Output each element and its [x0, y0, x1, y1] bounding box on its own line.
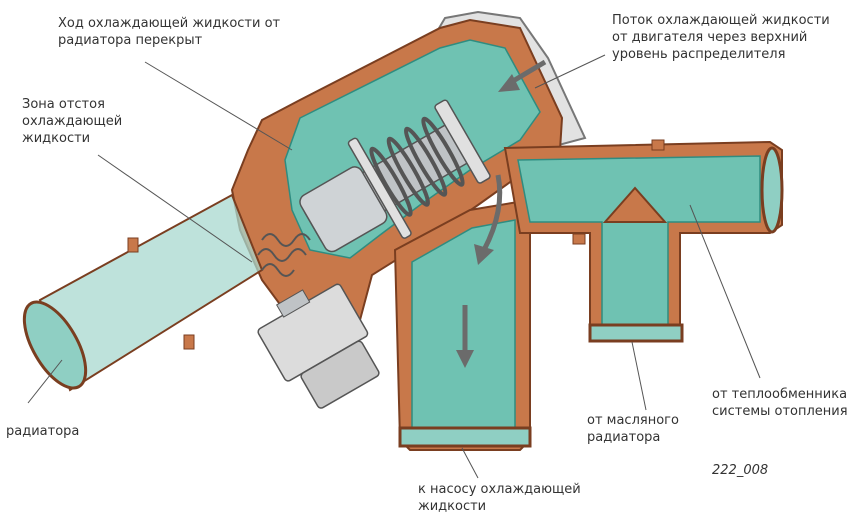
heater-inlet-opening — [760, 146, 784, 234]
leader-lines — [27, 54, 761, 479]
flow-arrow — [456, 305, 474, 368]
pipe-rib — [183, 334, 195, 350]
tee-divider — [602, 186, 668, 223]
flow-arrow — [498, 59, 547, 92]
flow-arrow — [474, 174, 503, 265]
oil-inlet-rim — [588, 323, 684, 343]
pump-outlet-rim — [398, 426, 532, 448]
tee-coolant — [517, 155, 761, 327]
radiator-pipe-opening — [22, 300, 88, 390]
label-oil-cooler: от масляного радиатора — [587, 413, 679, 445]
heating-coil — [257, 233, 311, 277]
label-radiator: радиатора — [6, 424, 80, 439]
electrical-connector — [257, 283, 380, 409]
label-radiator-flow-closed: Ход охлаждающей жидкости от радиатора пе… — [58, 16, 281, 48]
label-stagnation-zone: Зона отстоя охлаждающей жидкости — [22, 97, 123, 146]
label-heater: от теплообменника системы отопления — [712, 387, 848, 419]
thermostat-element — [299, 99, 491, 253]
tee-rib — [651, 139, 665, 151]
label-engine-flow: Поток охлаждающей жидкости от двигателя … — [612, 13, 830, 62]
tee-rib — [572, 233, 586, 245]
label-to-pump: к насосу охлаждающей жидкости — [418, 482, 581, 514]
figure-code: 222_008 — [712, 463, 769, 478]
pipe-rib — [127, 237, 139, 253]
